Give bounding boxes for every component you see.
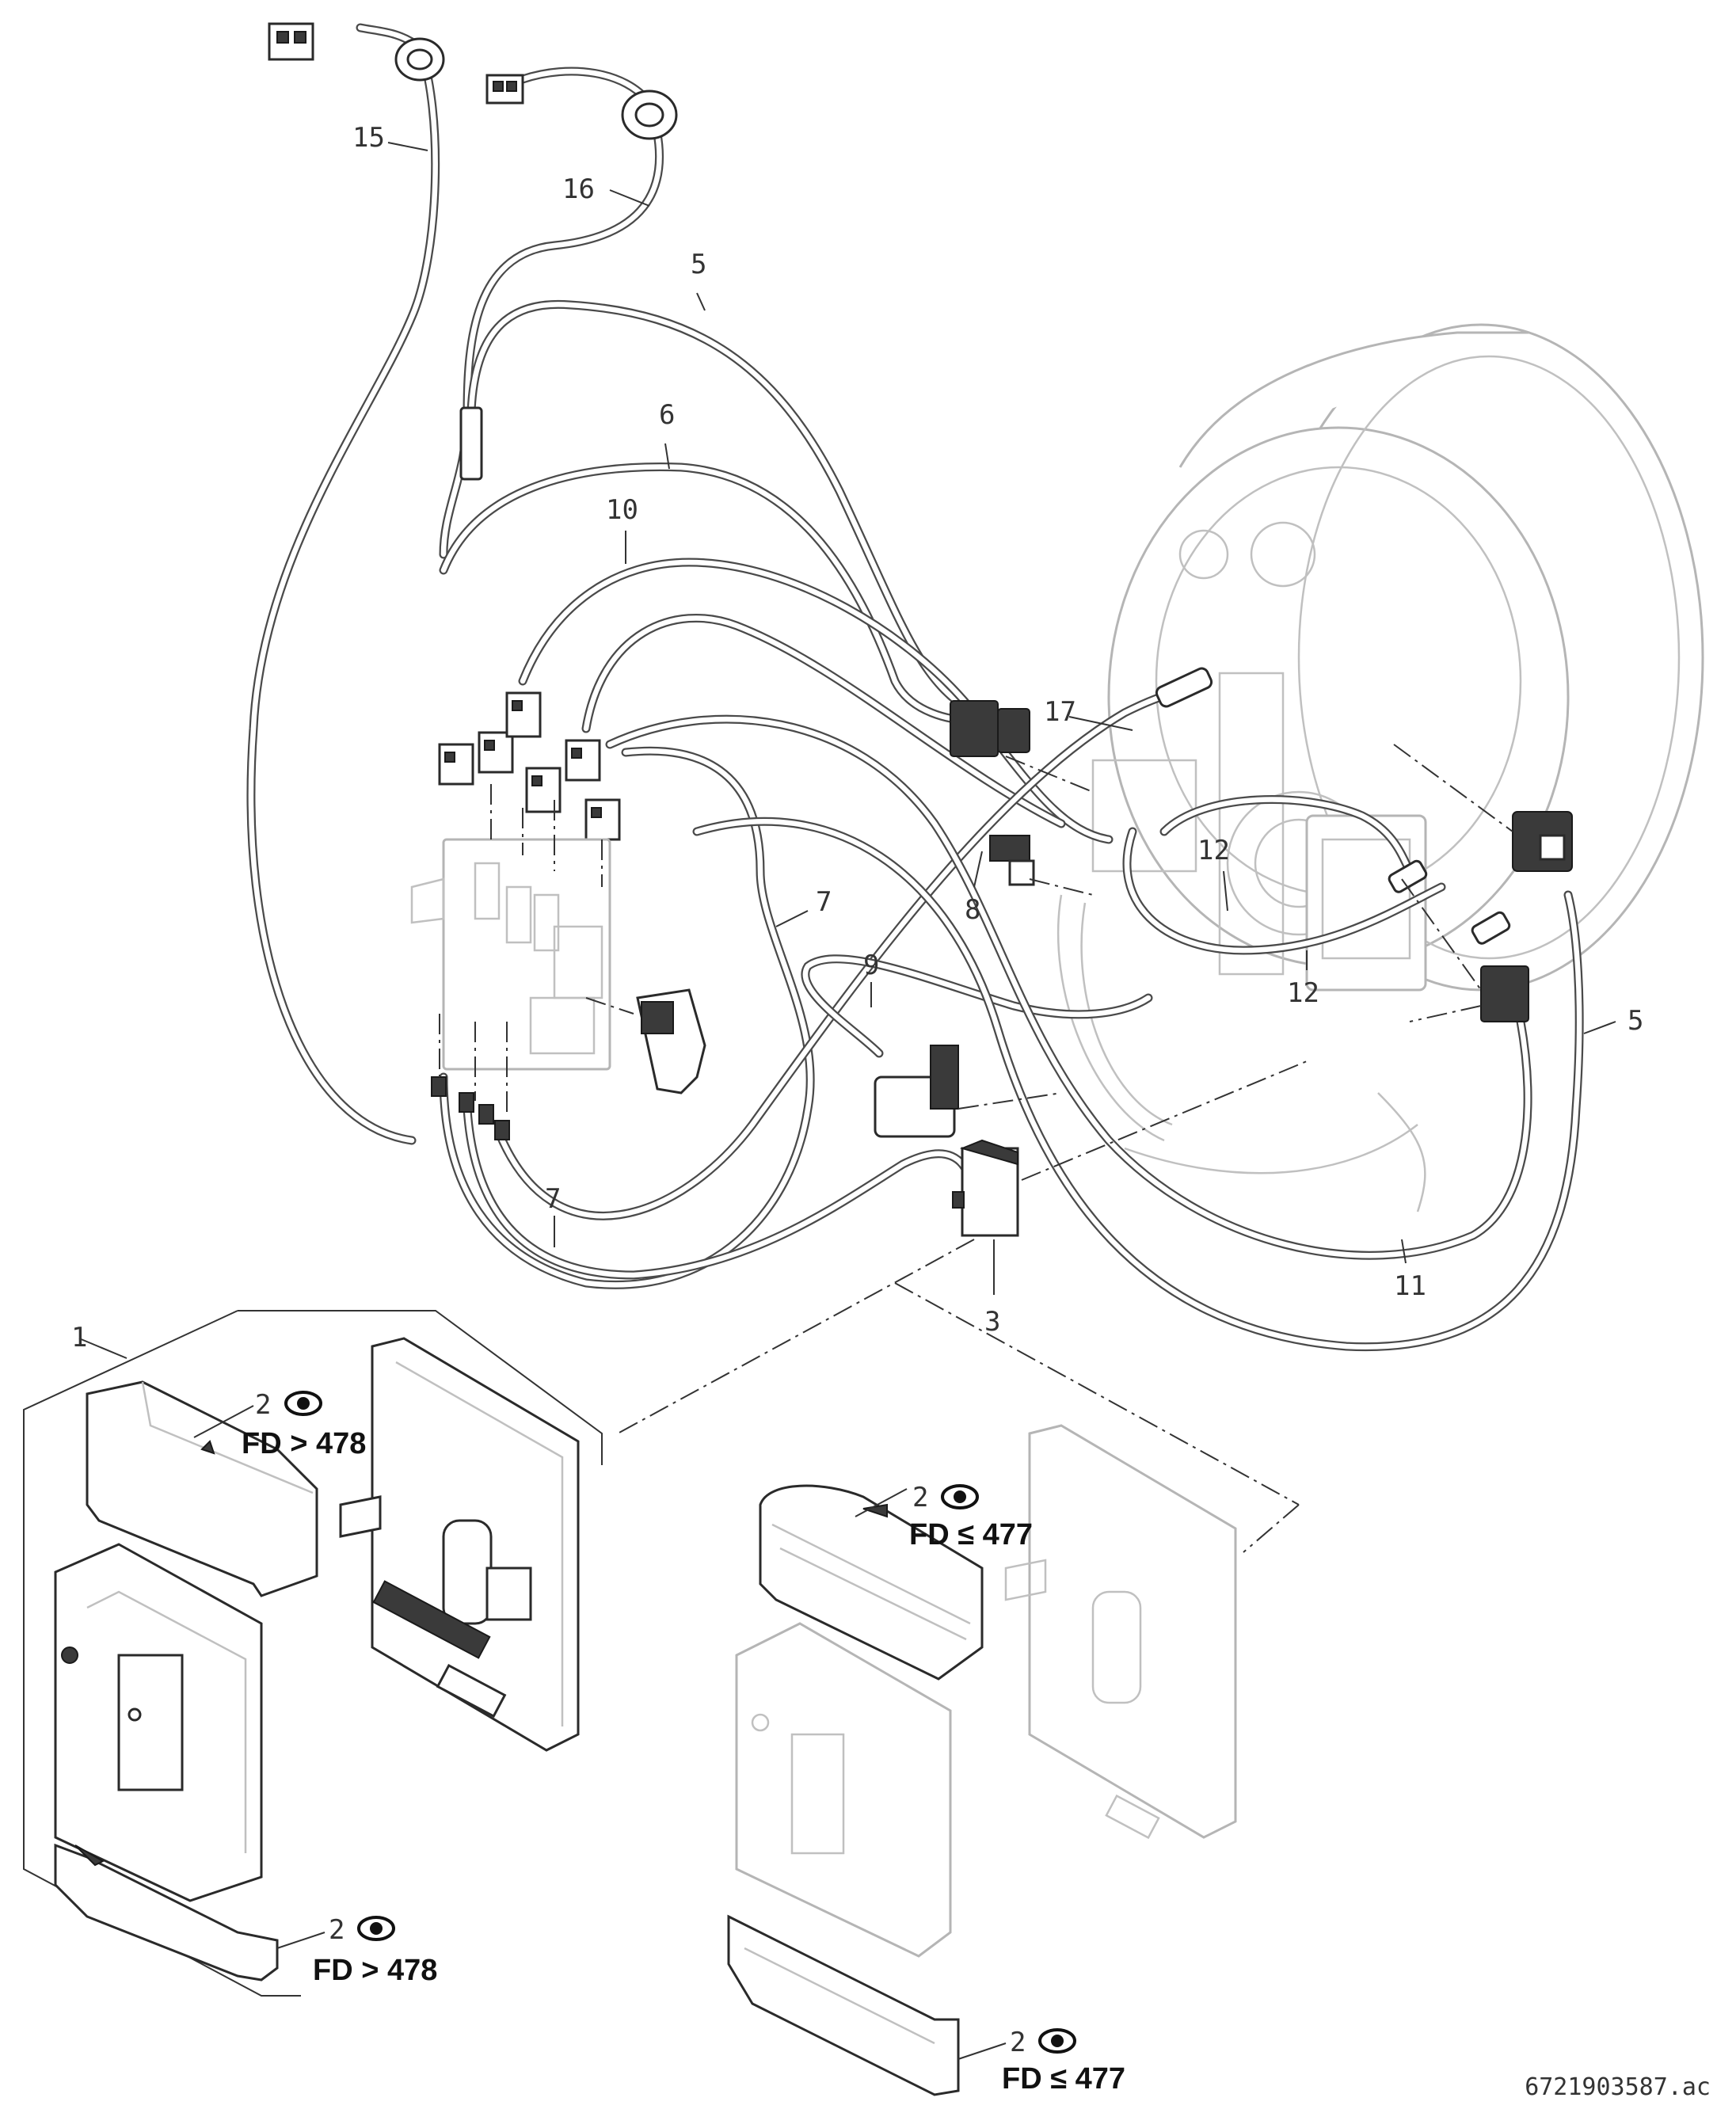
sensor-17 — [1155, 667, 1213, 708]
callout-1: 1 — [71, 1322, 87, 1353]
control-box-fd-gt-478 — [23, 1310, 603, 1997]
variant-label-bottom-right: 2 FD ≤ 477 — [957, 2027, 1125, 2096]
sensor-12b — [1471, 911, 1511, 945]
part-3-transformer — [952, 1139, 1019, 1237]
part-8-plug — [989, 835, 1035, 886]
variant-label-top-left: 2 FD > 478 — [193, 1389, 366, 1460]
callout-9: 9 — [863, 950, 879, 981]
callout-2: 2 — [255, 1389, 271, 1421]
callout-16: 16 — [562, 173, 595, 205]
alignment-lines — [439, 744, 1513, 1553]
callout-labels: 15 16 5 6 10 17 12 7 8 9 12 5 7 11 3 1 — [71, 122, 1643, 1353]
sleeve-junction — [459, 406, 483, 481]
mains-plug-angle — [636, 988, 706, 1094]
sensor-12a — [1388, 859, 1428, 893]
connector-5-right — [1512, 811, 1573, 872]
document-code: 6721903587.ac — [1525, 2073, 1711, 2101]
callout-12-upper: 12 — [1197, 835, 1230, 866]
eye-icon — [1038, 2028, 1076, 2054]
fd-label: FD > 478 — [242, 1427, 366, 1460]
pcb-plugs-upper — [438, 691, 621, 841]
callout-5-upper: 5 — [691, 249, 706, 280]
fd-label: FD ≤ 477 — [909, 1518, 1033, 1551]
callout-2: 2 — [912, 1482, 928, 1513]
callout-11: 11 — [1394, 1270, 1426, 1302]
control-box-fd-le-477 — [727, 1424, 1237, 2096]
callout-15: 15 — [352, 122, 385, 154]
connector-block-5 — [950, 700, 1030, 757]
connector-15-end — [268, 22, 314, 61]
callout-3: 3 — [984, 1306, 1000, 1338]
callout-7-upper: 7 — [816, 886, 832, 918]
pcb-plugs-lower — [431, 1076, 510, 1140]
connectors — [268, 22, 1573, 1237]
callout-2: 2 — [329, 1914, 345, 1946]
grommet-16 — [621, 89, 678, 140]
callout-6: 6 — [659, 399, 675, 431]
cable-harness — [246, 23, 1584, 1352]
callout-8: 8 — [965, 894, 980, 926]
callout-10: 10 — [606, 494, 638, 526]
callout-7-lower: 7 — [545, 1183, 561, 1215]
leader-lines — [78, 142, 1616, 1359]
fd-label: FD > 478 — [313, 1954, 437, 1987]
eye-icon — [941, 1484, 979, 1509]
terminal-strip — [372, 1580, 491, 1659]
control-pcb — [410, 838, 611, 1071]
variant-label-top-right: 2 FD ≤ 477 — [855, 1482, 1033, 1551]
callout-12-lower: 12 — [1287, 977, 1319, 1009]
callout-17: 17 — [1044, 696, 1076, 728]
fd-label: FD ≤ 477 — [1002, 2062, 1125, 2096]
variant-label-bottom-left: 2 FD > 478 — [276, 1914, 437, 1987]
callout-2: 2 — [1010, 2027, 1026, 2058]
part-9-module — [874, 1045, 959, 1138]
connector-11-right — [1480, 965, 1529, 1022]
callout-5-right: 5 — [1628, 1005, 1643, 1037]
eye-icon — [284, 1391, 322, 1416]
connector-16-end — [485, 74, 524, 105]
grommet-15 — [394, 37, 445, 82]
heat-exchanger-ghost — [1056, 323, 1704, 1212]
eye-icon — [357, 1916, 395, 1941]
